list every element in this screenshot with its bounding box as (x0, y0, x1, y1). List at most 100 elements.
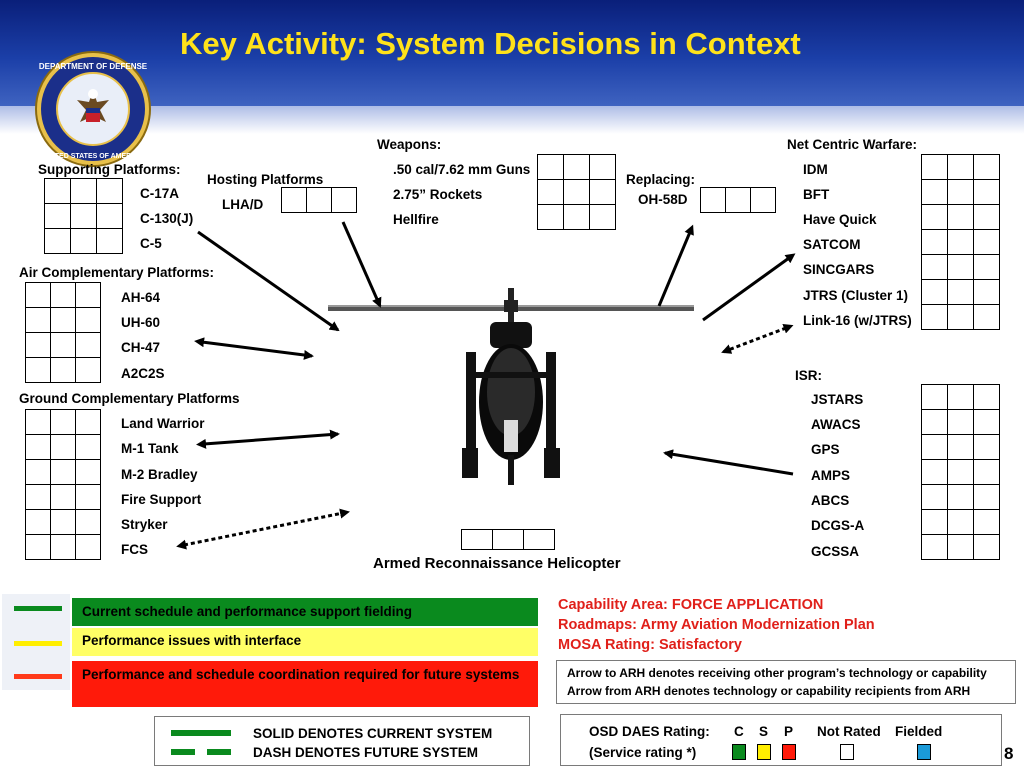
arrow-note-box: Arrow to ARH denotes receiving other pro… (556, 660, 1016, 704)
legend-red-swatch (14, 674, 62, 679)
dash-line-label: DASH DENOTES FUTURE SYSTEM (253, 745, 479, 760)
ground-item: Stryker (121, 517, 168, 532)
osd-c-label: C (734, 724, 744, 739)
capability-roadmaps: Roadmaps: Army Aviation Modernization Pl… (558, 617, 875, 633)
solid-line-swatch (171, 730, 231, 736)
osd-not-rated-label: Not Rated (817, 724, 881, 739)
air-heading: Air Complementary Platforms: (19, 265, 215, 280)
replacing-heading: Replacing: (626, 172, 696, 187)
arrow-supporting (197, 230, 340, 332)
ncw-item: JTRS (Cluster 1) (803, 288, 909, 303)
arrow-ground-future (176, 508, 350, 550)
replacing-rating-grid (700, 187, 776, 213)
isr-item: AWACS (811, 417, 861, 432)
air-item: AH-64 (121, 290, 161, 305)
isr-item: GPS (811, 442, 840, 457)
ground-item: M-2 Bradley (121, 467, 198, 482)
osd-yellow-square (757, 744, 771, 760)
supporting-rating-grid (44, 178, 123, 254)
arrow-note-line1: Arrow to ARH denotes receiving other pro… (567, 666, 987, 680)
slide-title: Key Activity: System Decisions in Contex… (180, 26, 801, 61)
ncw-item: SATCOM (803, 237, 861, 252)
osd-rating-box: OSD DAES Rating: (Service rating *) C S … (560, 714, 1002, 766)
weapons-item: Hellfire (393, 212, 439, 227)
legend-red-label: Performance and schedule coordination re… (72, 661, 538, 707)
svg-text:DEPARTMENT OF DEFENSE: DEPARTMENT OF DEFENSE (39, 62, 148, 71)
arrow-replacing (657, 224, 694, 307)
dod-seal-icon: DEPARTMENT OF DEFENSE UNITED STATES OF A… (35, 51, 151, 167)
arrow-ncw (702, 253, 796, 322)
isr-item: GCSSA (811, 544, 860, 559)
osd-p-label: P (784, 724, 794, 739)
ground-item: FCS (121, 542, 148, 557)
arrow-weapons (341, 221, 382, 308)
ground-heading: Ground Complementary Platforms (19, 391, 240, 406)
capability-mosa: MOSA Rating: Satisfactory (558, 637, 742, 653)
ground-rating-grid (25, 409, 101, 560)
osd-label: OSD DAES Rating: (589, 724, 710, 739)
ncw-heading: Net Centric Warfare: (787, 137, 918, 152)
osd-green-square (732, 744, 746, 760)
ground-item: Land Warrior (121, 416, 205, 431)
air-item: A2C2S (121, 366, 165, 381)
dash-line-swatch-1 (171, 749, 195, 755)
line-key-box: SOLID DENOTES CURRENT SYSTEM DASH DENOTE… (154, 716, 530, 766)
supporting-item: C-130(J) (140, 211, 194, 226)
legend-yellow-label: Performance issues with interface (72, 628, 538, 656)
ncw-item: IDM (803, 162, 828, 177)
osd-service-label: (Service rating *) (589, 745, 697, 760)
weapons-heading: Weapons: (377, 137, 442, 152)
header-fade (0, 106, 1024, 134)
legend-green-label: Current schedule and performance support… (72, 598, 538, 626)
osd-white-square (840, 744, 854, 760)
ncw-item: Have Quick (803, 212, 877, 227)
weapons-item: .50 cal/7.62 mm Guns (393, 162, 531, 177)
isr-item: DCGS-A (811, 518, 865, 533)
capability-area: Capability Area: FORCE APPLICATION (558, 597, 824, 613)
page-number: 8 (1004, 744, 1014, 763)
replacing-item: OH-58D (638, 192, 688, 207)
osd-fielded-label: Fielded (895, 724, 943, 739)
legend-green-swatch (14, 606, 62, 611)
ncw-item: Link-16 (w/JTRS) (803, 313, 912, 328)
arh-label: Armed Reconnaissance Helicopter (373, 555, 621, 572)
air-item: CH-47 (121, 340, 161, 355)
helicopter-icon (328, 288, 694, 485)
isr-item: ABCS (811, 493, 850, 508)
arrow-ncw-future (721, 324, 794, 354)
supporting-item: C-5 (140, 236, 162, 251)
hosting-rating-grid (281, 187, 357, 213)
supporting-heading: Supporting Platforms: (38, 162, 181, 177)
supporting-item: C-17A (140, 186, 180, 201)
header-band (0, 0, 1024, 106)
solid-arrows (194, 221, 796, 476)
dash-line-swatch-2 (207, 749, 231, 755)
isr-item: AMPS (811, 468, 851, 483)
weapons-rating-grid (537, 154, 616, 230)
dashed-arrows (176, 324, 794, 550)
air-item: UH-60 (121, 315, 161, 330)
hosting-item: LHA/D (222, 197, 264, 212)
isr-heading: ISR: (795, 368, 822, 383)
arrow-ground (196, 429, 340, 449)
solid-line-label: SOLID DENOTES CURRENT SYSTEM (253, 726, 493, 741)
osd-blue-square (917, 744, 931, 760)
osd-s-label: S (759, 724, 769, 739)
hosting-heading: Hosting Platforms (207, 172, 324, 187)
ncw-item: BFT (803, 187, 830, 202)
isr-rating-grid (921, 384, 1000, 560)
ground-item: M-1 Tank (121, 441, 179, 456)
arrow-isr (663, 449, 794, 476)
ncw-item: SINCGARS (803, 262, 875, 277)
arrow-air (194, 337, 314, 360)
ground-item: Fire Support (121, 492, 202, 507)
weapons-item: 2.75” Rockets (393, 187, 483, 202)
air-rating-grid (25, 282, 101, 383)
osd-red-square (782, 744, 796, 760)
ncw-rating-grid (921, 154, 1000, 330)
arh-rating-grid (461, 529, 555, 550)
arrow-note-line2: Arrow from ARH denotes technology or cap… (567, 684, 971, 698)
svg-text:UNITED STATES OF AMERICA: UNITED STATES OF AMERICA (43, 153, 144, 160)
legend-yellow-swatch (14, 641, 62, 646)
